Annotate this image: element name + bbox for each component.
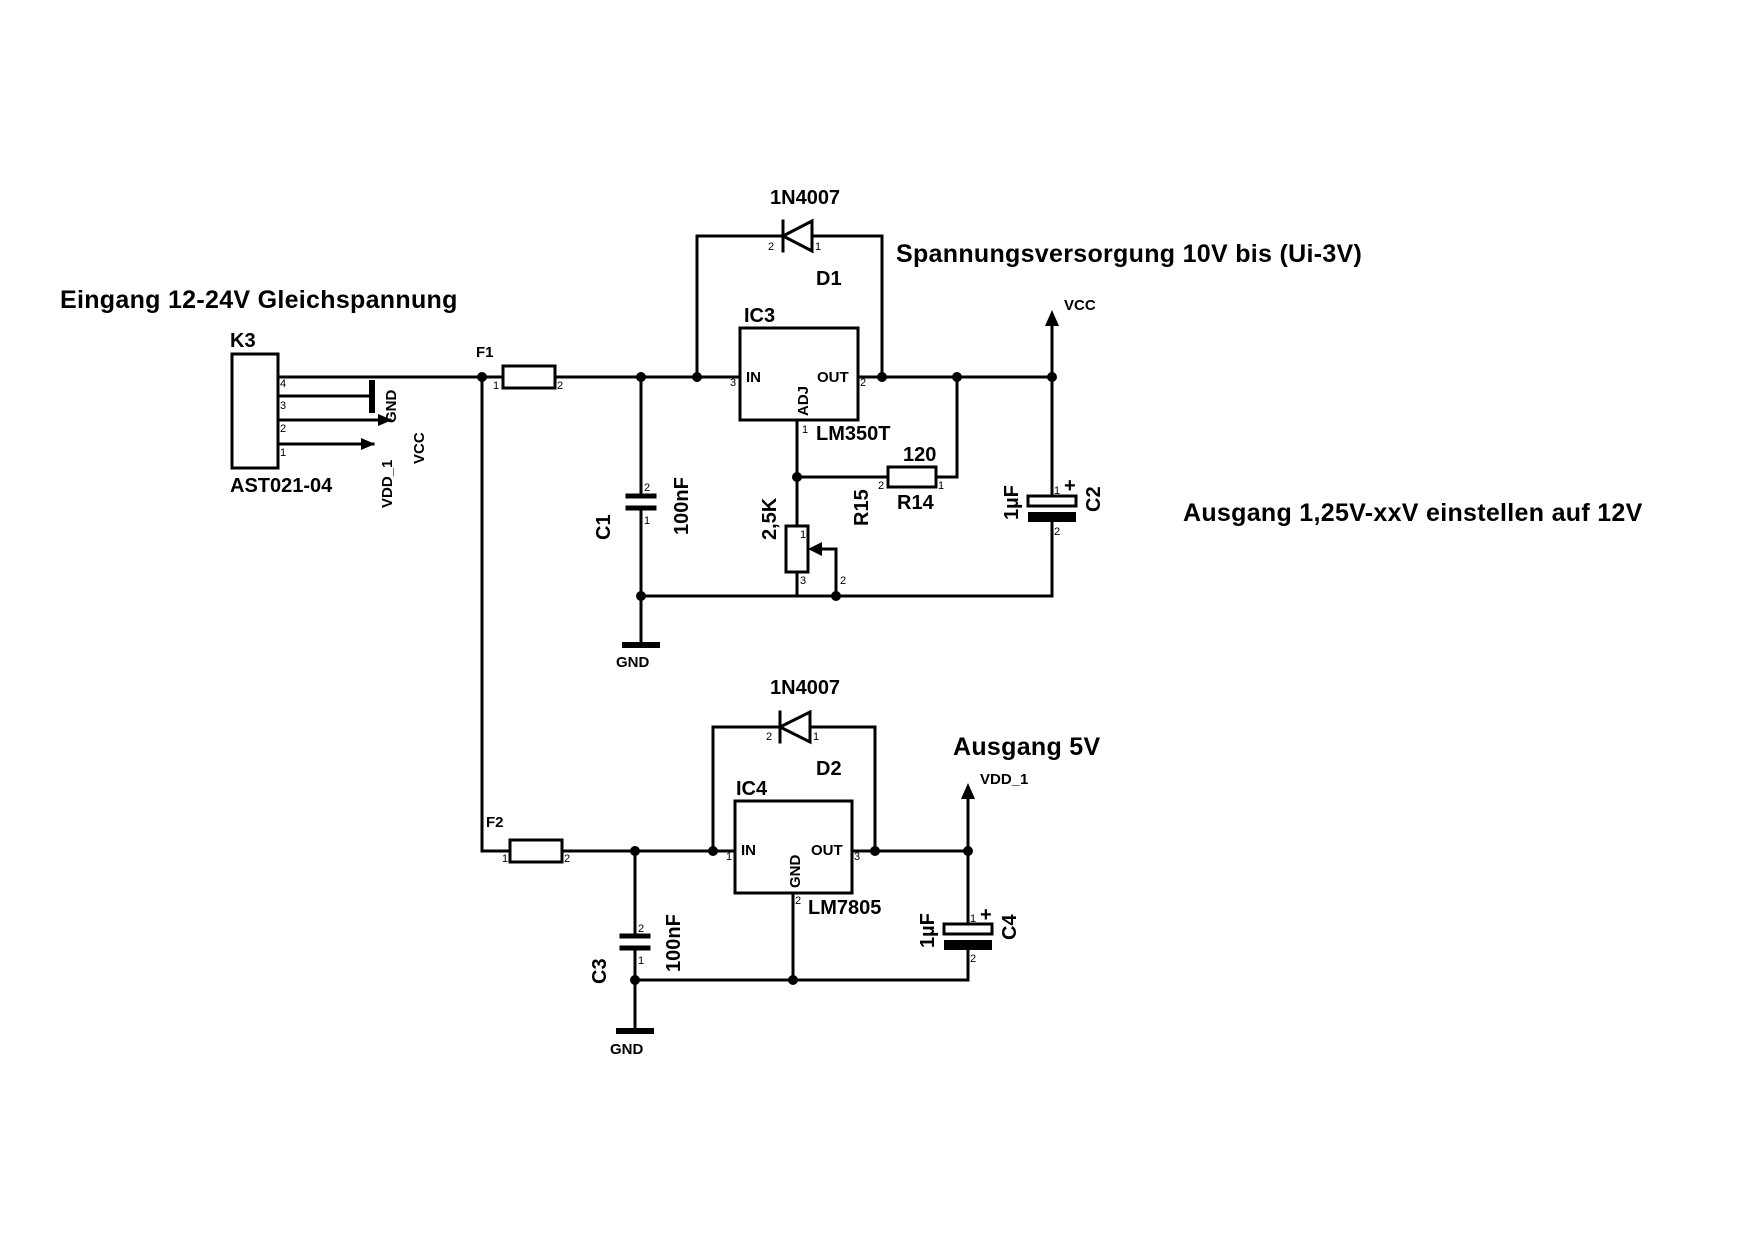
ic4-part: LM7805 [808, 897, 881, 919]
ic3-part: LM350T [816, 423, 890, 445]
ic4-pin-2: 2 [795, 895, 801, 907]
f2-pin-2: 2 [564, 853, 570, 865]
potentiometer-r15: 1 3 2 2,5K R15 [759, 475, 873, 598]
r14-ref: R14 [897, 492, 935, 514]
c2-pin-2: 2 [1054, 526, 1060, 538]
ic3-pin-1: 1 [802, 424, 808, 436]
c2-polarity: + [1064, 475, 1076, 497]
d1-ref: D1 [816, 268, 842, 290]
c2-pin-1: 1 [1054, 485, 1060, 497]
regulator-ic4: IC4 IN OUT GND 1 3 2 LM7805 [726, 778, 881, 919]
r14-value: 120 [903, 444, 936, 466]
ic3-ref: IC3 [744, 305, 775, 327]
c3-value: 100nF [663, 914, 685, 972]
ground-symbol: GND [610, 1028, 654, 1058]
k3-pin-2: 2 [280, 423, 286, 435]
capacitor-c1: 2 1 C1 100nF [593, 375, 693, 647]
c4-value: 1µF [917, 913, 939, 948]
gnd-label: GND [616, 654, 650, 671]
c4-ref: C4 [999, 914, 1021, 940]
k3-ref: K3 [230, 330, 256, 352]
f1-pin-1: 1 [493, 380, 499, 392]
f1-ref: F1 [476, 344, 494, 361]
capacitor-c4: + 1 2 C4 1µF [917, 849, 1021, 982]
regulator-ic3: IC3 IN OUT ADJ 3 2 1 LM350T [730, 305, 890, 445]
ic4-ref: IC4 [736, 778, 768, 800]
r15-pin-3: 3 [800, 575, 806, 587]
ic3-pin-3: 3 [730, 377, 736, 389]
input-annotation: Eingang 12-24V Gleichspannung [60, 286, 458, 314]
connector-k3: K3 AST021-04 4 3 2 1 GND VCC VDD_1 [230, 330, 428, 508]
d1-pin-2: 2 [768, 241, 774, 253]
k3-pin-4: 4 [280, 378, 286, 390]
ic4-pin-1: 1 [726, 851, 732, 863]
ic3-pin-2: 2 [860, 377, 866, 389]
f1-pin-2: 2 [557, 380, 563, 392]
d2-pin-1: 1 [813, 731, 819, 743]
diode-d1: 1N4007 2 1 D1 [695, 187, 884, 379]
c3-pin-2: 2 [638, 923, 644, 935]
k3-pin-1: 1 [280, 447, 286, 459]
r15-value: 2,5K [759, 497, 781, 540]
c3-pin-1: 1 [638, 955, 644, 967]
resistor-r14: 120 2 1 R14 [878, 444, 944, 514]
fuse-f2: F2 1 2 [486, 814, 570, 865]
r15-pin-2: 2 [840, 575, 846, 587]
fuse-f1: F1 1 2 [476, 344, 563, 392]
diode-d2: 1N4007 2 1 D2 [711, 677, 877, 853]
vdd-label: VDD_1 [980, 771, 1028, 788]
d2-pin-2: 2 [766, 731, 772, 743]
ic3-in-label: IN [746, 369, 761, 386]
c2-ref: C2 [1083, 486, 1105, 512]
d2-ref: D2 [816, 758, 842, 780]
k3-gnd-label: GND [383, 390, 400, 424]
f2-pin-1: 1 [502, 853, 508, 865]
d2-part: 1N4007 [770, 677, 840, 699]
ic4-pin-3: 3 [854, 851, 860, 863]
ic3-out-label: OUT [817, 369, 849, 386]
d1-part: 1N4007 [770, 187, 840, 209]
f2-ref: F2 [486, 814, 504, 831]
c1-value: 100nF [671, 477, 693, 535]
c2-value: 1µF [1001, 485, 1023, 520]
supply-annotation: Spannungsversorgung 10V bis (Ui-3V) [896, 240, 1362, 268]
r14-pin-1: 1 [938, 480, 944, 492]
gnd-label: GND [610, 1041, 644, 1058]
c4-polarity: + [980, 904, 992, 926]
output-5v-annotation: Ausgang 5V [953, 733, 1100, 761]
r15-ref: R15 [851, 489, 873, 526]
c1-pin-1: 1 [644, 515, 650, 527]
ic3-adj-label: ADJ [795, 386, 812, 416]
ic4-in-label: IN [741, 842, 756, 859]
k3-vdd-label: VDD_1 [379, 460, 396, 508]
ground-symbol: GND [616, 642, 660, 671]
output-adjustable-annotation: Ausgang 1,25V-xxV einstellen auf 12V [1183, 499, 1643, 527]
c1-ref: C1 [593, 514, 615, 540]
vcc-rail: VCC [1045, 297, 1096, 379]
capacitor-c2: + 1 2 C2 1µF [1001, 375, 1105, 598]
k3-vcc-label: VCC [411, 432, 428, 464]
vdd-rail: VDD_1 [961, 771, 1028, 853]
capacitor-c3: 2 1 C3 100nF [589, 849, 685, 1033]
c3-ref: C3 [589, 958, 611, 984]
ic4-gnd-label: GND [787, 855, 804, 889]
r14-pin-2: 2 [878, 480, 884, 492]
vcc-label: VCC [1064, 297, 1096, 314]
k3-pin-3: 3 [280, 400, 286, 412]
c1-pin-2: 2 [644, 482, 650, 494]
d1-pin-1: 1 [815, 241, 821, 253]
r15-pin-1: 1 [800, 529, 806, 541]
c4-pin-2: 2 [970, 953, 976, 965]
c4-pin-1: 1 [970, 913, 976, 925]
k3-part: AST021-04 [230, 475, 333, 497]
ic4-out-label: OUT [811, 842, 843, 859]
